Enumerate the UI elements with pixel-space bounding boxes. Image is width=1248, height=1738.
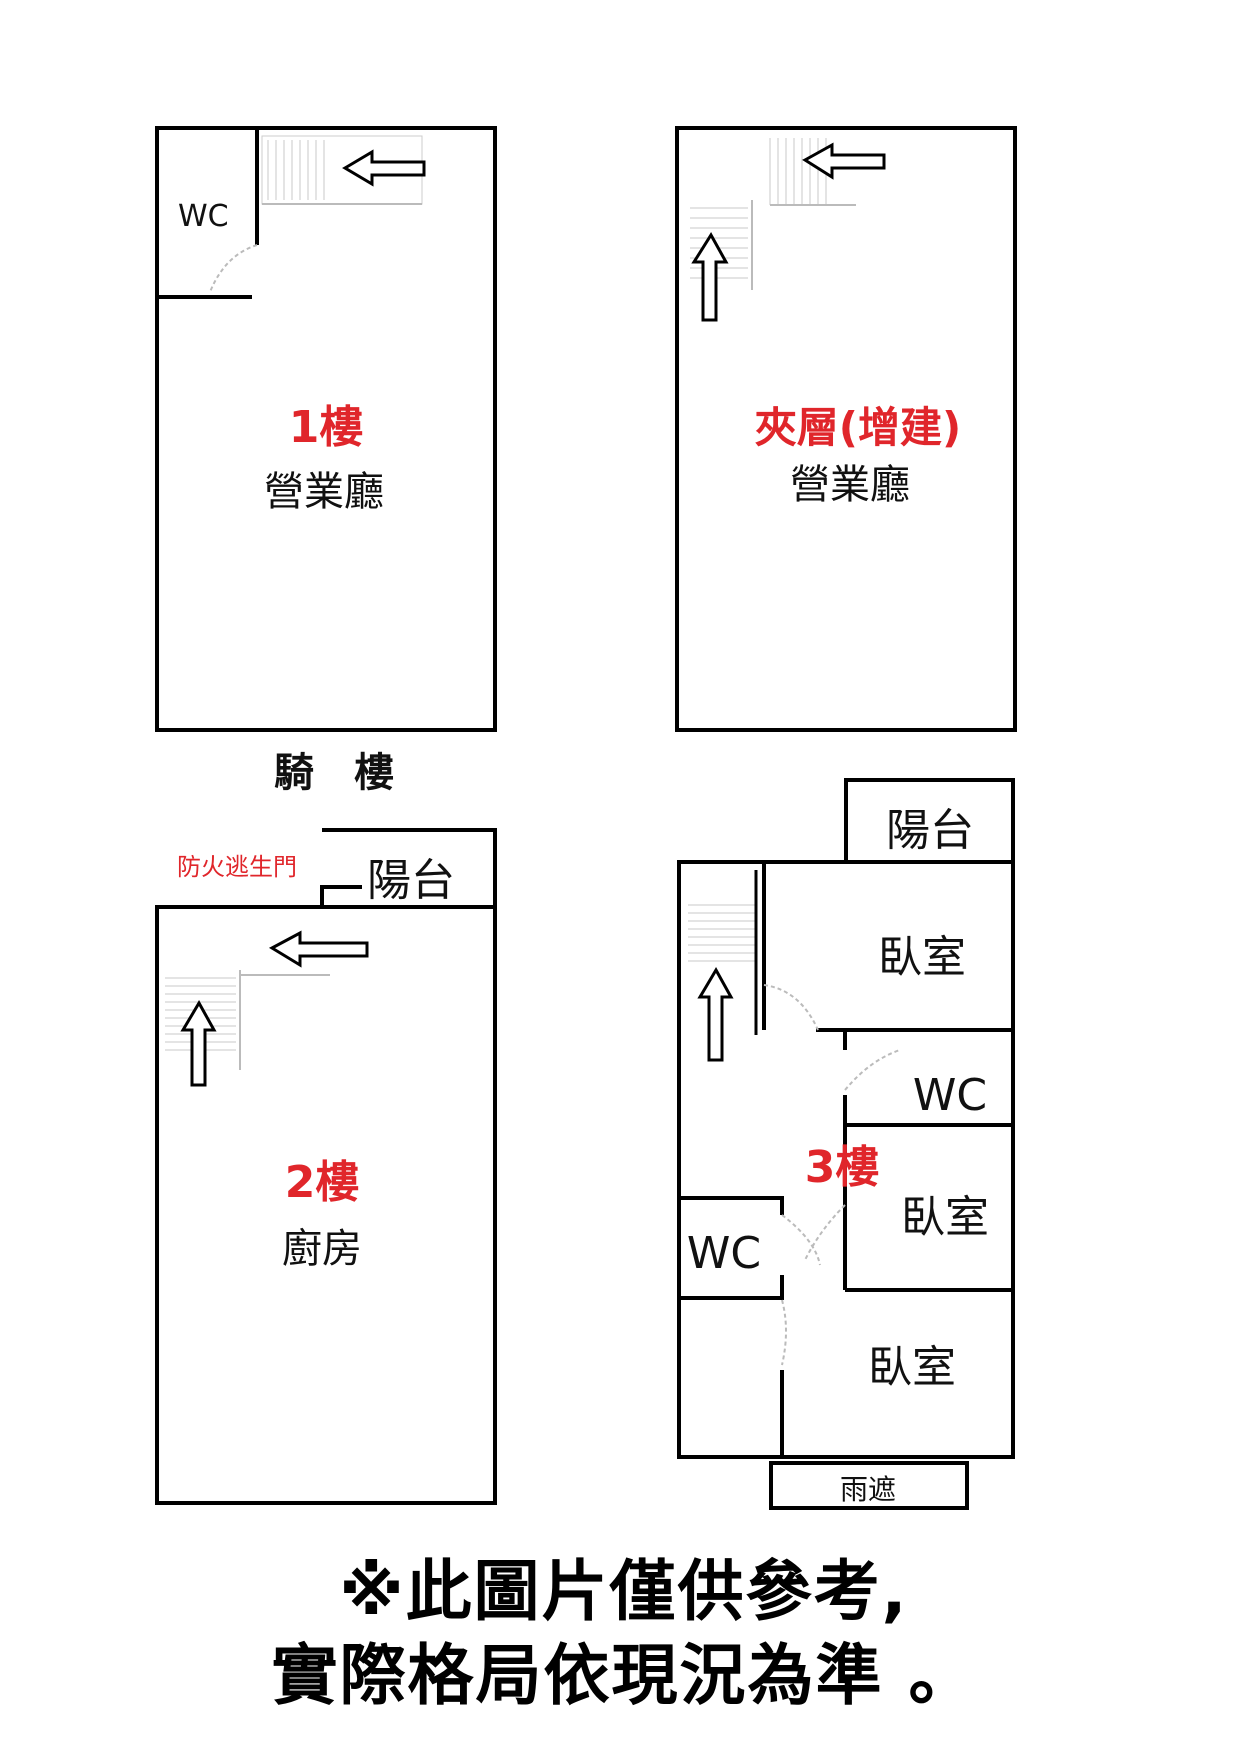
canopy-label: 雨遮 <box>840 1473 896 1506</box>
wc-door-swing <box>781 1214 821 1266</box>
fire-exit-label: 防火逃生門 <box>177 853 297 881</box>
wc-label: WC <box>178 199 229 234</box>
floor-2-room-label: 廚房 <box>282 1226 362 1272</box>
stairs <box>261 135 423 205</box>
mezzanine-level-label: 夾層(增建) <box>755 403 961 452</box>
floor-1-level-label: 1樓 <box>289 402 364 453</box>
wc-label: WC <box>913 1070 987 1121</box>
floor-1-room-label: 營業廳 <box>264 469 384 515</box>
disclaimer-line-1: ※此圖片僅供參考, <box>339 1553 909 1630</box>
stair-arrow-up-icon <box>691 232 729 322</box>
floor-3-plan <box>677 778 1015 1510</box>
door-swing <box>781 1299 787 1366</box>
disclaimer-line-2: 實際格局依現況為準 。 <box>271 1637 977 1714</box>
stair-arrow-left-icon <box>342 149 426 187</box>
door-swing <box>763 984 819 1031</box>
balcony-label-3f: 陽台 <box>886 805 974 856</box>
mezzanine-plan <box>675 126 1017 732</box>
mezzanine-room-label: 營業廳 <box>790 462 910 508</box>
floor-3-level-label: 3樓 <box>805 1142 880 1193</box>
stairs <box>688 870 758 1035</box>
bedroom-label: 臥室 <box>868 1342 956 1393</box>
wc-door-swing <box>844 1049 901 1091</box>
stair-arrow-left-icon <box>802 142 886 180</box>
stair-arrow-up-icon <box>180 999 217 1087</box>
arcade-label: 騎 樓 <box>274 750 394 796</box>
bedroom-label: 臥室 <box>878 932 966 983</box>
wc-label: WC <box>687 1228 761 1279</box>
stair-arrow-left-icon <box>268 930 369 968</box>
floor-1-plan <box>155 126 497 732</box>
bedroom-label: 臥室 <box>901 1192 989 1243</box>
door-swing <box>804 1204 846 1261</box>
floor-2-level-label: 2樓 <box>285 1157 360 1208</box>
wc-door-swing <box>209 244 258 293</box>
balcony-label-2f: 陽台 <box>367 855 455 906</box>
floor-2-plan <box>155 828 497 1505</box>
stair-arrow-up-icon <box>697 966 734 1062</box>
